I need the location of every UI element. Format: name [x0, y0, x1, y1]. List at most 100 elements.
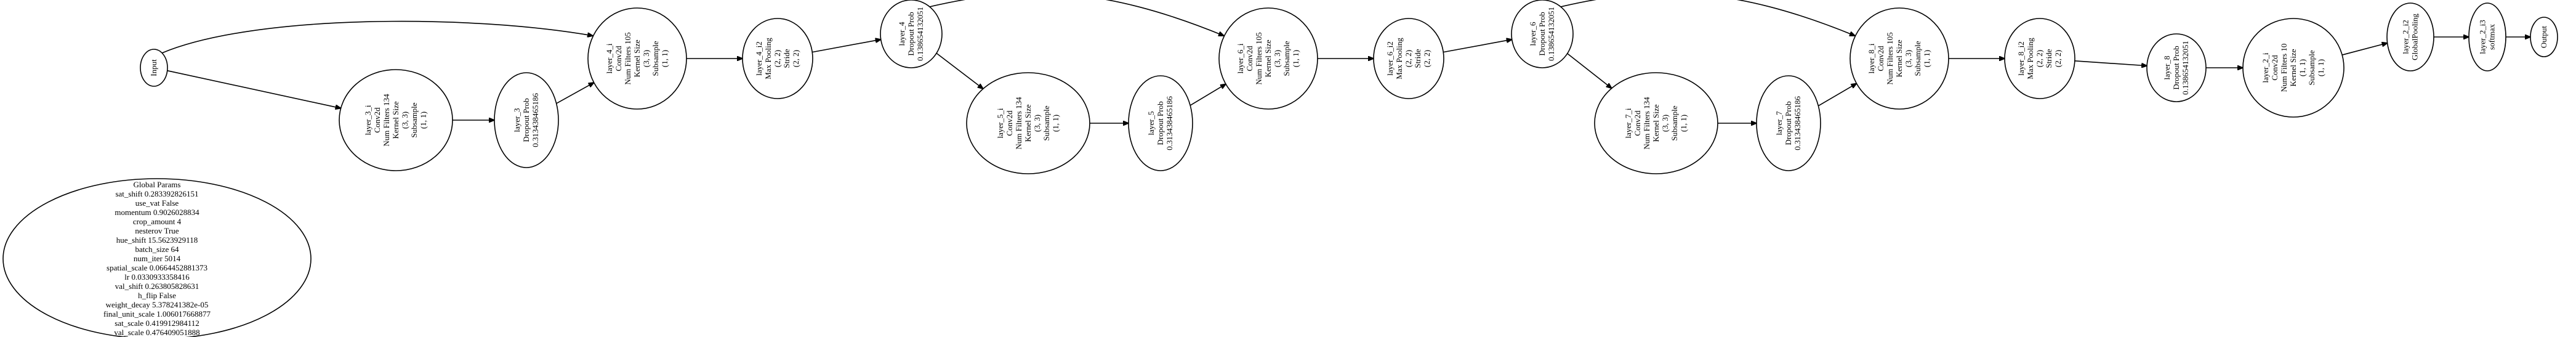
node-label-line: momentum 0.9026028834: [115, 208, 199, 217]
node-label-line: Kernel Size: [1263, 39, 1273, 77]
node-label-line: Num Filters 134: [382, 94, 391, 147]
node-label-line: (3, 3): [1032, 115, 1042, 132]
node-ellipse: [1128, 75, 1193, 171]
edge-arrow: [167, 70, 341, 108]
node-label: layer_7_iConv2dNum Filters 134Kernel Siz…: [1624, 97, 1688, 150]
node-label-line: weight_decay 5.378241382e-05: [106, 300, 209, 309]
edge-arrow: [161, 20, 593, 54]
node-label-line: (2, 2): [1404, 50, 1413, 67]
node-label-line: use_vat False: [135, 198, 179, 208]
edge-arrow: [1817, 84, 1856, 107]
node-label-line: 0.313438465186: [1793, 96, 1802, 150]
node-label: Output: [2539, 26, 2548, 49]
node-label-line: Num Filters 105: [1254, 32, 1263, 84]
edge-arrow: [2341, 43, 2387, 55]
node-ellipse: [587, 7, 687, 110]
node-label-line: layer_7: [1774, 111, 1784, 135]
node-label-line: Subsample: [651, 41, 660, 76]
node-label-line: Subsample: [1913, 41, 1922, 76]
node-label-line: Max Pooling: [2026, 38, 2035, 79]
node-label-line: layer_3: [512, 108, 521, 132]
node-label-line: spatial_scale 0.0664452881373: [107, 263, 207, 272]
node-label-line: Num Filters 134: [1014, 97, 1023, 150]
node-ellipse: [1218, 7, 1318, 110]
node-label-line: nesterov True: [135, 226, 179, 235]
node-ellipse: [1594, 72, 1718, 174]
node-label-line: Subsample: [1042, 105, 1051, 140]
node-label: layer_4_iConv2dNum Filters 105Kernel Siz…: [605, 32, 669, 84]
node-label-line: (3, 3): [1904, 50, 1913, 67]
node-label-line: Input: [149, 59, 158, 76]
node-layer-5-drop: layer_5Dropout Prob0.313438465186: [1128, 75, 1193, 171]
node-layer-2-gap: layer_2_i2GlobalPooling: [2386, 2, 2434, 71]
node-label: layer_6Dropout Prob0.138654132051: [1528, 7, 1556, 61]
node-label: layer_8_iConv2dNum Filters 105Kernel Siz…: [1867, 32, 1931, 84]
node-layer-7: layer_7_iConv2dNum Filters 134Kernel Siz…: [1594, 72, 1718, 174]
node-label-line: layer_7_i: [1624, 108, 1633, 138]
node-label-line: layer_2_i2: [2401, 20, 2410, 54]
node-label-line: Stride: [2044, 49, 2053, 68]
node-output: Output: [2530, 17, 2558, 57]
node-label-line: 0.313438465186: [531, 93, 540, 147]
node-ellipse: [2004, 18, 2075, 99]
node-label-line: Global Params: [134, 180, 181, 189]
node-label-line: crop_amount 4: [133, 217, 182, 226]
node-label-line: Subsample: [2307, 50, 2316, 85]
node-label-line: 0.138654132051: [916, 7, 925, 61]
node-layer-2-softmax: layer_2_i3softmax: [2468, 2, 2506, 71]
node-label-line: (3, 3): [1660, 115, 1670, 132]
node-label-line: sat_shift 0.283392826151: [115, 189, 198, 198]
node-label-line: Stride: [782, 49, 791, 68]
node-label: layer_4Dropout Prob0.138654132051: [897, 7, 925, 61]
node-layer-6-conv: layer_6_iConv2dNum Filters 105Kernel Siz…: [1218, 7, 1318, 110]
edge-arrow: [812, 39, 880, 53]
node-label: layer_6_i2Max Pooling(2, 2)Stride(2, 2): [1385, 38, 1431, 79]
node-label-line: (3, 3): [1273, 50, 1282, 67]
node-ellipse: [2, 178, 312, 337]
node-label-line: layer_5: [1146, 112, 1156, 136]
node-ellipse: [2146, 33, 2207, 102]
node-label-line: layer_5_i: [996, 108, 1005, 138]
node-label: layer_4_i2Max Pooling(2, 2)Stride(2, 2): [754, 38, 800, 79]
node-label-line: 0.138654132051: [2181, 41, 2190, 95]
node-label-line: (1, 1): [1051, 115, 1060, 132]
node-label-line: Conv2d: [1005, 110, 1014, 136]
node-label: layer_3_iConv2dNum Filters 134Kernel Siz…: [363, 94, 428, 147]
node-label-line: layer_2_i: [2261, 52, 2270, 83]
node-label-line: layer_6_i2: [1385, 41, 1395, 76]
node-label-line: Kernel Size: [632, 39, 642, 77]
node-label-line: (2, 2): [773, 50, 782, 67]
node-label-line: val_shift 0.263805828631: [115, 282, 199, 291]
node-label-line: Num Filters 105: [1885, 32, 1894, 84]
node-label-line: layer_6: [1528, 22, 1537, 46]
node-label-line: softmax: [2487, 24, 2497, 50]
node-label-line: Output: [2539, 26, 2548, 49]
node-label-line: num_iter 5014: [134, 254, 181, 263]
edge-arrow: [1567, 53, 1612, 88]
node-label-line: Conv2d: [2270, 55, 2279, 81]
node-label-line: Stride: [1413, 49, 1422, 68]
node-label-line: layer_2_i3: [2478, 20, 2487, 54]
node-ellipse: [2530, 17, 2558, 57]
node-label-line: layer_4_i: [605, 43, 614, 73]
node-ellipse: [880, 0, 943, 68]
node-label-line: (1, 1): [660, 50, 669, 67]
node-label: layer_2_i3softmax: [2478, 20, 2497, 54]
node-label-line: lr 0.0330933358416: [124, 272, 190, 282]
node-label-line: (2, 2): [2035, 50, 2044, 67]
node-label: layer_5Dropout Prob0.313438465186: [1146, 96, 1174, 150]
node-label-line: Dropout Prob: [1784, 101, 1793, 145]
node-label-line: val_scale 0.476409051888: [114, 328, 199, 337]
node-label-line: Dropout Prob: [1537, 12, 1547, 55]
node-label-line: Dropout Prob: [2171, 46, 2181, 89]
node-label-line: Num Filters 10: [2279, 44, 2288, 92]
node-ellipse: [494, 72, 559, 168]
node-label-line: Max Pooling: [1395, 38, 1404, 79]
node-label-line: layer_4_i2: [754, 41, 763, 76]
node-label-line: (3, 3): [642, 50, 651, 67]
node-label-line: Dropout Prob: [1156, 101, 1165, 145]
node-label-line: Conv2d: [1876, 46, 1885, 71]
edge-arrow: [929, 0, 1224, 36]
